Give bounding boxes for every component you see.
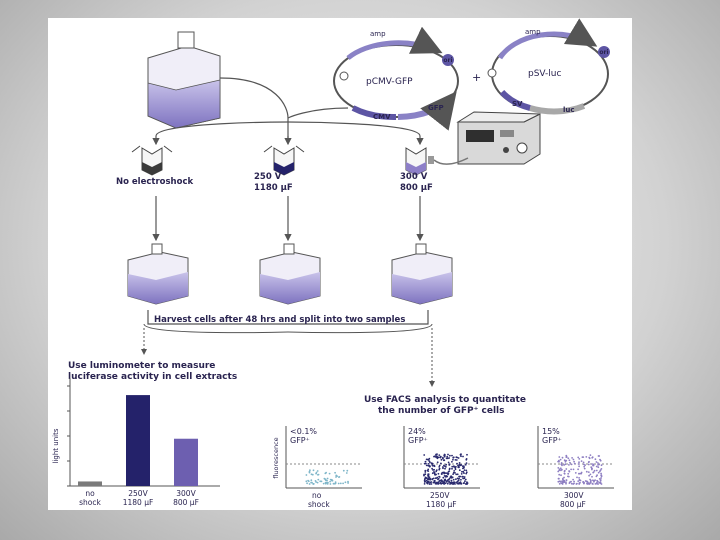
facs-dots-1	[423, 453, 469, 485]
condition-2-line2: 1180 µF	[254, 183, 293, 193]
plasmid-left-name: pCMV-GFP	[366, 77, 413, 87]
facs-xlabel1-2: 300V	[564, 491, 584, 500]
cuvette-3	[405, 147, 434, 176]
cuvette-1	[131, 145, 173, 176]
cuvette-2	[263, 145, 305, 176]
plasmid-pcmv-gfp: amp ori pCMV-GFP CMV GFP	[333, 26, 459, 131]
harvest-step: Harvest cells after 48 hrs and split int…	[141, 310, 435, 387]
plasmid-left-side-label: ori	[443, 57, 452, 64]
facs-ylabel: fluorescence	[272, 437, 280, 478]
culture-flask-top	[147, 31, 221, 129]
slide: amp ori pCMV-GFP CMV GFP + amp ori pSV-l…	[48, 18, 632, 510]
bar-label-2-0: 300V	[176, 489, 196, 498]
culture-flask-3	[391, 243, 453, 305]
electroporation-diagram: amp ori pCMV-GFP CMV GFP + amp ori pSV-l…	[52, 18, 614, 509]
condition-3-line2: 800 µF	[400, 183, 433, 193]
facs-gfp-2: GFP⁺	[542, 436, 562, 445]
condition-1-label: No electroshock	[116, 177, 193, 187]
bar-0	[78, 481, 102, 486]
bar-label-1-0: 250V	[128, 489, 148, 498]
condition-2-line1: 250 V	[254, 172, 282, 182]
bar-1	[126, 395, 150, 486]
bar-label-0-1: shock	[79, 498, 101, 507]
facs-gfp-1: GFP⁺	[408, 436, 428, 445]
facs-xlabel1-1: 250V	[430, 491, 450, 500]
facs-pct-0: <0.1%	[290, 427, 317, 436]
plasmid-left-top-label: amp	[370, 30, 386, 38]
plasmid-right-bottom-left-label: SV	[512, 100, 523, 108]
split-lines	[152, 121, 424, 146]
bar-chart-ylabel: light units	[52, 428, 60, 463]
plasmid-left-bottom-right-label: GFP	[428, 104, 444, 112]
plasmid-right-name: pSV-luc	[528, 69, 562, 79]
plus-sign: +	[472, 71, 481, 84]
bar-2	[174, 438, 198, 486]
electroporator-device	[433, 111, 541, 165]
facs-pct-2: 15%	[542, 427, 560, 436]
facs-xlabel2-1: 1180 µF	[426, 500, 457, 509]
facs-xlabel1-0: no	[312, 491, 322, 500]
luminometer-title-line1: Use luminometer to measure	[68, 361, 215, 371]
facs-title-line1: Use FACS analysis to quantitate	[364, 395, 526, 405]
bar-label-1-1: 1180 µF	[123, 498, 154, 507]
plasmid-right-top-label: amp	[525, 28, 541, 36]
culture-flask-2	[259, 243, 321, 305]
down-arrows	[152, 196, 424, 242]
condition-3-line1: 300 V	[400, 172, 428, 182]
facs-title-line2: the number of GFP⁺ cells	[378, 406, 504, 416]
plasmid-left-bottom-left-label: CMV	[373, 113, 391, 121]
facs-xlabel2-0: shock	[308, 500, 330, 509]
plasmid-right-side-label: ori	[599, 49, 608, 56]
facs-dots-2	[557, 454, 603, 485]
facs-xlabel2-2: 800 µF	[560, 500, 586, 509]
facs-gfp-0: GFP⁺	[290, 436, 310, 445]
harvest-text: Harvest cells after 48 hrs and split int…	[154, 315, 405, 325]
culture-flask-1	[127, 243, 189, 305]
facs-dots-0	[305, 469, 349, 485]
bar-label-0-0: no	[85, 489, 95, 498]
merge-lines	[219, 77, 349, 122]
plasmid-psv-luc: amp ori pSV-luc SV luc	[487, 18, 610, 115]
facs-pct-1: 24%	[408, 427, 426, 436]
luminometer-title-line2: luciferase activity in cell extracts	[68, 372, 237, 382]
bar-label-2-1: 800 µF	[173, 498, 199, 507]
plasmid-right-bottom-right-label: luc	[563, 106, 575, 114]
